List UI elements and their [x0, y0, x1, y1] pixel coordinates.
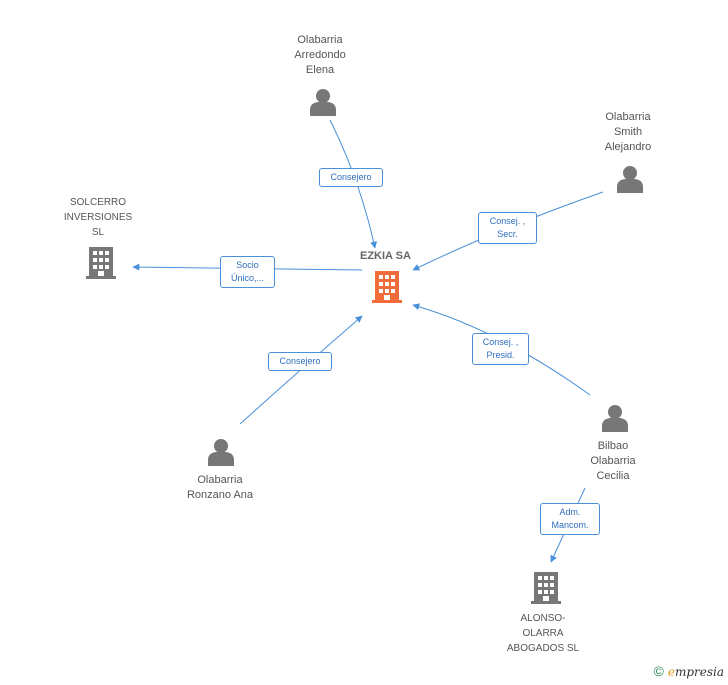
node-arredondo[interactable]: Olabarria Arredondo Elena — [270, 33, 370, 78]
edge-label-line: Adm. — [559, 507, 581, 517]
node-label-line: ABOGADOS SL — [506, 643, 580, 654]
edge-label-alonso[interactable]: Adm. Mancom. — [540, 503, 600, 535]
node-smith[interactable]: Olabarria Smith Alejandro — [578, 110, 678, 155]
node-label-line: SL — [91, 227, 105, 238]
node-label-line: Elena — [305, 64, 335, 76]
person-icon — [208, 439, 234, 466]
node-label-line: INVERSIONES — [63, 212, 133, 223]
node-label-line: Arredondo — [294, 49, 346, 61]
node-ronzano[interactable]: Olabarria Ronzano Ana — [170, 473, 270, 503]
edge-label-line: Consej. , — [482, 337, 519, 347]
brand-logo: empresia — [668, 665, 724, 679]
brand-name: mpresia — [674, 665, 724, 679]
node-label-line: SOLCERRO — [69, 197, 127, 208]
node-solcerro[interactable]: SOLCERRO INVERSIONES SL — [48, 195, 148, 240]
brand-initial: e — [667, 665, 675, 679]
node-label-line: Olabarria — [197, 474, 243, 486]
edge-label-smith[interactable]: Consej. , Secr. — [478, 212, 537, 244]
node-label-line: Olabarria — [297, 34, 343, 46]
building-icon — [531, 572, 561, 604]
edge-label-line: Consejero — [330, 172, 372, 182]
node-label-line: OLARRA — [522, 628, 564, 639]
building-icon — [86, 247, 116, 279]
copyright-notice: ©empresia — [654, 663, 725, 679]
edge-label-line: Consejero — [279, 356, 321, 366]
center-company-name[interactable]: EZKIA SA — [360, 250, 411, 262]
center-building-icon — [372, 271, 402, 303]
edge-label-line: Mancom. — [551, 520, 589, 530]
edge-label-line: Único,... — [230, 273, 264, 283]
person-icon — [617, 166, 643, 193]
edge-label-line: Consej. , — [489, 216, 526, 226]
edge-label-bilbao[interactable]: Consej. , Presid. — [472, 333, 529, 365]
person-icon — [602, 405, 628, 432]
edge-label-arredondo[interactable]: Consejero — [319, 168, 383, 187]
node-label-line: Alejandro — [604, 141, 652, 153]
node-label-line: Cecilia — [596, 470, 630, 482]
node-label-line: Bilbao — [597, 440, 629, 452]
edge-label-ronzano[interactable]: Consejero — [268, 352, 332, 371]
node-label-line: Olabarria — [605, 111, 651, 123]
copyright-icon: © — [653, 663, 664, 679]
node-label-line: Olabarria — [590, 455, 636, 467]
node-label-line: ALONSO- — [520, 613, 566, 624]
edge-label-line: Socio — [236, 260, 259, 270]
node-label-line: Smith — [613, 126, 643, 138]
edge-label-line: Secr. — [497, 229, 518, 239]
edge-label-solcerro[interactable]: Socio Único,... — [220, 256, 275, 288]
person-icon — [310, 89, 336, 116]
node-label-line: Ronzano Ana — [186, 489, 254, 501]
node-bilbao[interactable]: Bilbao Olabarria Cecilia — [563, 439, 663, 484]
node-alonso[interactable]: ALONSO- OLARRA ABOGADOS SL — [493, 611, 593, 656]
edge-label-line: Presid. — [486, 350, 515, 360]
